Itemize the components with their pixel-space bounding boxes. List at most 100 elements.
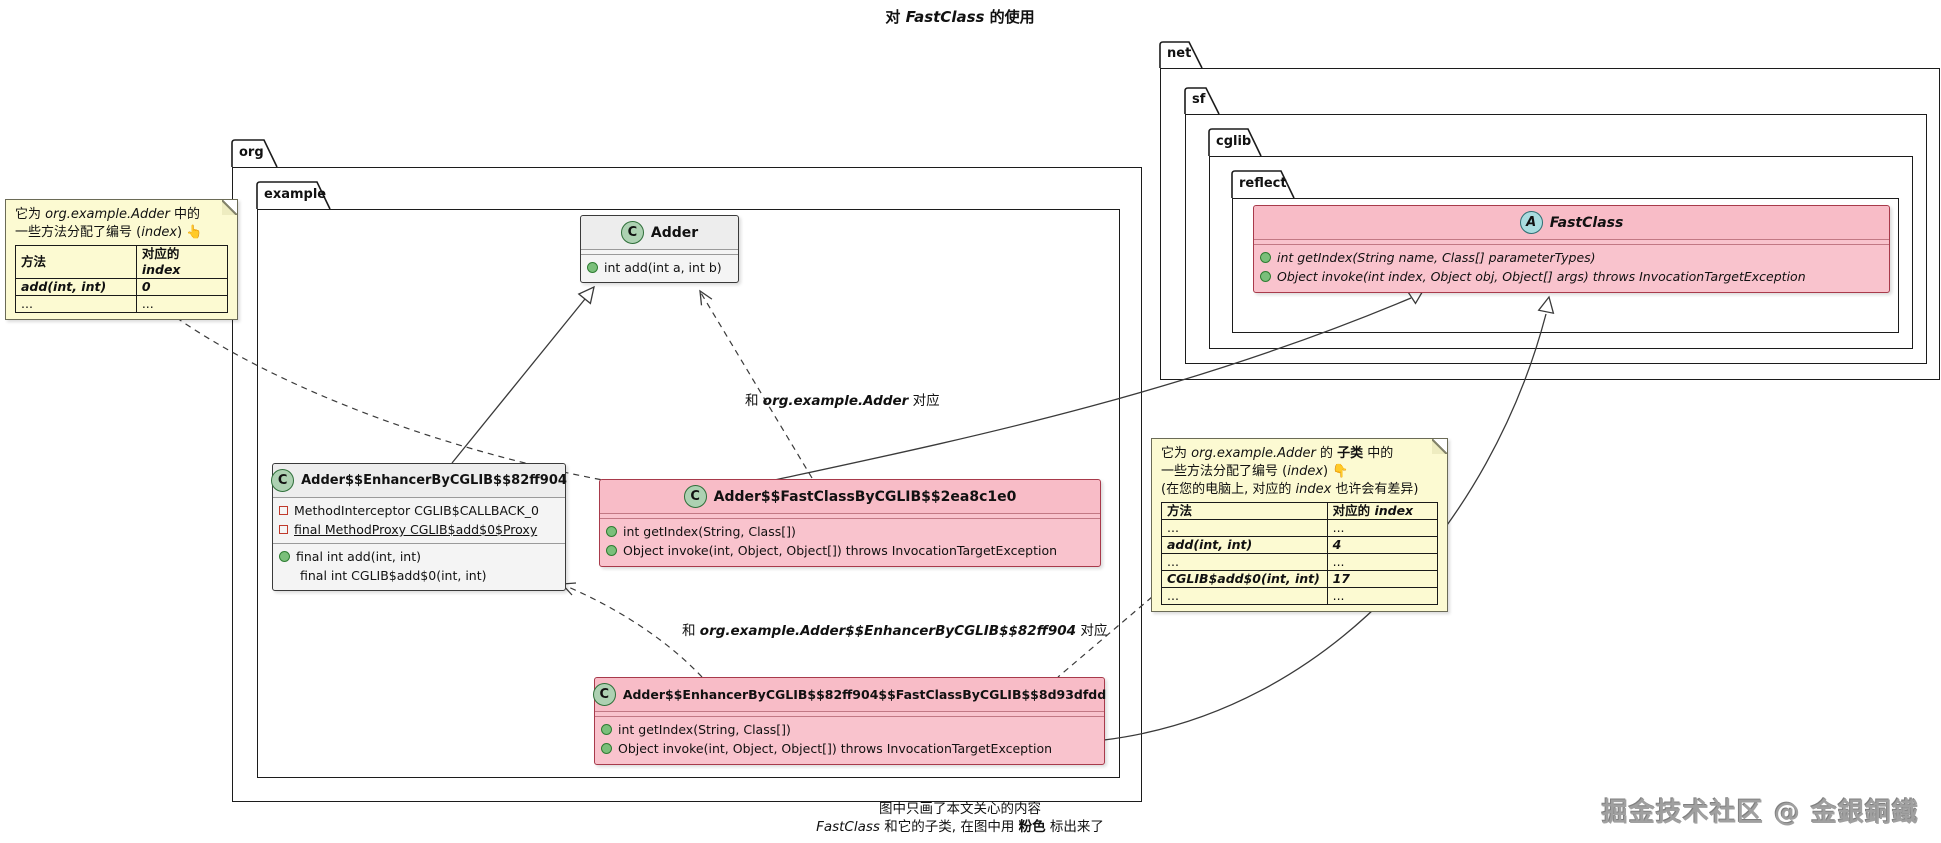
package-tab-org: org [239, 145, 264, 160]
pointing-up-icon: 👆 [186, 224, 203, 240]
class-fastclass-bottom-methods: int getIndex(String, Class[]) Object inv… [595, 717, 1104, 764]
class-fastclass-mid-methods: int getIndex(String, Class[]) Object inv… [600, 519, 1100, 566]
method-row: int getIndex(String, Class[]) [600, 522, 1100, 541]
package-cglib [1209, 156, 1913, 349]
package-tab-net: net [1167, 46, 1192, 61]
method-text: final int add(int, int) [296, 548, 421, 564]
class-adder-name: Adder [650, 224, 699, 241]
public-method-icon [1260, 271, 1271, 283]
fields-separator [600, 514, 1100, 519]
method-text: Object invoke(int, Object, Object[]) thr… [618, 741, 1053, 757]
package-tab-reflect: reflect [1239, 176, 1287, 191]
note-line: 它为 org.example.Adder 的 子类 中的 [1161, 446, 1394, 461]
method-text: final int CGLIB$add$0(int, int) [300, 567, 487, 583]
note-subclass-index: 它为 org.example.Adder 的 子类 中的 一些方法分配了编号 (… [1151, 438, 1448, 612]
package-tab-sf: sf [1192, 92, 1206, 107]
note-line: 一些方法分配了编号 (index) 👆 [15, 224, 203, 240]
package-sf [1185, 114, 1927, 364]
diagram-caption: 图中只画了本文关心的内容 FastClass 和它的子类, 在图中用 粉色 标出… [560, 801, 1360, 836]
class-stereotype-icon: C [683, 485, 707, 508]
method-row: final int CGLIB$add$0(int, int) [273, 566, 565, 585]
diagram-title: 对 FastClass 的使用 [760, 6, 1160, 27]
edge-midfastclass-corresponds-adder [699, 289, 813, 479]
note-line: 一些方法分配了编号 (index) 👇 [1161, 463, 1349, 479]
method-row: int add(int a, int b) [581, 258, 738, 277]
public-method-icon [1260, 252, 1271, 264]
class-fastclass-mid: C Adder$$FastClassByCGLIB$$2ea8c1e0 int … [599, 479, 1101, 567]
class-enhancer: C Adder$$EnhancerByCGLIB$$82ff904 Method… [271, 463, 567, 591]
method-text: int getIndex(String name, Class[] parame… [1277, 250, 1596, 265]
class-fastclass-header: A FastClass [1254, 206, 1889, 240]
method-row: final int add(int, int) [273, 547, 565, 566]
caption-line2: FastClass 和它的子类, 在图中用 粉色 标出来了 [816, 818, 1104, 835]
class-adder-methods: int add(int a, int b) [581, 255, 738, 282]
class-fastclass-bottom-name: Adder$$EnhancerByCGLIB$$82ff904$$FastCla… [622, 687, 1107, 702]
fields-separator [1254, 240, 1889, 245]
public-method-icon [606, 545, 617, 557]
edge-enhancer-extends-adder [451, 285, 595, 464]
watermark: 掘金技术社区 @ 金銀銅鐵 [1601, 798, 1919, 828]
abstract-stereotype-icon: A [1519, 211, 1543, 234]
class-stereotype-icon: C [271, 469, 295, 492]
method-text: int getIndex(String, Class[]) [623, 524, 796, 539]
pointing-down-icon: 👇 [1332, 463, 1349, 479]
class-adder-header: C Adder [581, 216, 738, 250]
private-field-icon [279, 525, 288, 535]
method-row: Object invoke(int index, Object obj, Obj… [1254, 267, 1889, 286]
class-fastclass-methods: int getIndex(String name, Class[] parame… [1254, 245, 1889, 292]
method-row: int getIndex(String name, Class[] parame… [1254, 248, 1889, 267]
package-tabs [231, 41, 1295, 210]
class-fastclass-bottom: C Adder$$EnhancerByCGLIB$$82ff904$$FastC… [592, 677, 1107, 765]
note-fold-icon [1432, 439, 1447, 454]
method-text: int getIndex(String, Class[]) [618, 722, 791, 737]
method-row: Object invoke(int, Object, Object[]) thr… [595, 739, 1104, 758]
table-row: ...... [1161, 518, 1439, 537]
field-text: MethodInterceptor CGLIB$CALLBACK_0 [294, 503, 539, 518]
package-reflect [1232, 198, 1899, 333]
table-row: ...... [1161, 586, 1439, 605]
class-fastclass-name: FastClass [1549, 214, 1624, 231]
table-row: add(int, int) 0 [15, 277, 229, 296]
package-tab-example: example [264, 187, 327, 202]
method-text: Object invoke(int, Object, Object[]) thr… [623, 543, 1058, 559]
note-index-table: 方法 对应的 index ...... add(int, int) 4 ....… [1161, 501, 1439, 605]
title-fastclass: FastClass [905, 8, 985, 26]
edge-bottomfastclass-corresponds-enhancer [560, 582, 703, 678]
public-method-icon [587, 262, 598, 274]
class-enhancer-methods: final int add(int, int) final int CGLIB$… [273, 544, 565, 591]
package-net [1160, 68, 1940, 380]
class-fastclass-mid-header: C Adder$$FastClassByCGLIB$$2ea8c1e0 [600, 480, 1100, 514]
title-text: 对 [885, 8, 906, 26]
field-row: final MethodProxy CGLIB$add$0$Proxy [273, 520, 565, 539]
fields-separator [581, 250, 738, 255]
package-tab-cglib: cglib [1216, 134, 1252, 149]
table-row: ... ... [15, 294, 229, 313]
package-example [257, 209, 1120, 778]
method-text: int add(int a, int b) [604, 260, 722, 275]
note-adder-index: 它为 org.example.Adder 中的 一些方法分配了编号 (index… [5, 199, 238, 320]
table-row: ...... [1161, 552, 1439, 571]
edge-label-enhancer: 和 org.example.Adder$$EnhancerByCGLIB$$82… [682, 623, 1108, 639]
class-fastclass-mid-name: Adder$$FastClassByCGLIB$$2ea8c1e0 [713, 488, 1017, 505]
fields-separator [595, 712, 1104, 717]
method-row: Object invoke(int, Object, Object[]) thr… [600, 541, 1100, 560]
public-method-icon [601, 743, 612, 755]
public-method-icon [601, 724, 612, 736]
table-row: add(int, int) 4 [1161, 535, 1439, 554]
field-text: final MethodProxy CGLIB$add$0$Proxy [294, 522, 538, 538]
public-method-icon [606, 526, 617, 538]
table-header-index: 对应的 index [1326, 501, 1439, 520]
note-index-table: 方法 对应的 index add(int, int) 0 ... ... [15, 244, 229, 313]
private-field-icon [279, 506, 288, 516]
class-stereotype-icon: C [592, 683, 616, 706]
note-line: 它为 org.example.Adder 中的 [15, 207, 201, 222]
edge-label-adder: 和 org.example.Adder 对应 [745, 393, 940, 409]
method-row: int getIndex(String, Class[]) [595, 720, 1104, 739]
table-row: CGLIB$add$0(int, int) 17 [1161, 569, 1439, 588]
class-enhancer-name: Adder$$EnhancerByCGLIB$$82ff904 [301, 473, 567, 488]
table-header-method: 方法 [1161, 501, 1328, 520]
class-stereotype-icon: C [620, 221, 644, 244]
caption-line1: 图中只画了本文关心的内容 [879, 801, 1041, 817]
